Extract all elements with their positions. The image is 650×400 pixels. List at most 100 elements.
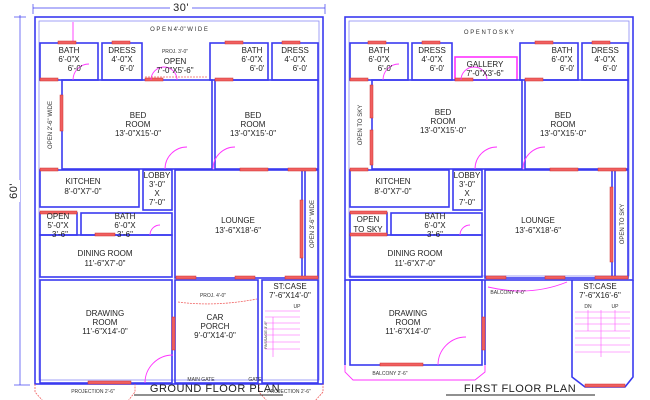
open-mid-size: 7'-0"X5'-6" xyxy=(156,66,193,75)
drawing-size: 11'-6"X14'-0" xyxy=(82,327,128,336)
lobby-label: LOBBY xyxy=(144,171,171,180)
ff-bed2-size: 13'-0"X15'-0" xyxy=(540,129,586,138)
depth-label: 60' xyxy=(8,183,20,199)
top-open-label: O P E N 4'-0" W I D E xyxy=(150,27,208,33)
ff-bath2-size2: 6'-0' xyxy=(560,64,575,73)
dress2-size: 4'-0"X xyxy=(284,55,306,64)
ff-bath2-label: BATH xyxy=(552,46,573,55)
ff-staircase-steps xyxy=(575,310,630,357)
ff-left-open-label: OPEN TO SKY xyxy=(358,105,364,145)
dress1-size2: 6'-0' xyxy=(120,64,135,73)
porch-proj-label: PROJ. 4'-0" xyxy=(200,293,226,299)
bed2-size: 13'-0"X15'-0" xyxy=(230,129,276,138)
car-porch-size: 9'-0"X14'-0" xyxy=(194,331,236,340)
ff-drawing-label: DRAWING xyxy=(389,309,427,318)
ff-stair-label: ST:CASE xyxy=(583,282,616,291)
right-open-label: OPEN 3'-6" WIDE xyxy=(310,200,316,248)
bath2-size2: 6'-0' xyxy=(250,64,265,73)
staircase-steps xyxy=(265,310,300,357)
ff-bed2-label2: ROOM xyxy=(551,120,576,129)
left-open-label: OPEN 2'-6" WIDE xyxy=(48,101,54,149)
bath1-size2: 6'-0' xyxy=(68,64,83,73)
balcony-bottom-label: BALCONY 2'-6" xyxy=(372,371,407,377)
ff-drawing-size: 11'-6"X14'-0" xyxy=(385,327,431,336)
ff-lounge-size: 13'-6"X18'-6" xyxy=(515,226,561,235)
ff-dress2-size2: 6'-0' xyxy=(603,64,618,73)
stair-size: 7'-6"X14'-0" xyxy=(269,291,311,300)
open-small-size: 5'-0"X xyxy=(47,221,69,230)
open-mid-label: OPEN xyxy=(164,57,187,66)
ff-lobby-label: LOBBY xyxy=(454,171,481,180)
gate-label: GATE xyxy=(248,377,262,383)
lobby-x: X xyxy=(154,189,160,198)
dining-size: 11'-6"X7'-0" xyxy=(84,259,125,268)
ff-lobby-size: 3'-0" xyxy=(459,180,475,189)
ff-dress1-label: DRESS xyxy=(418,46,446,55)
bed1-size: 13'-0"X15'-0" xyxy=(115,129,161,138)
ff-bath3-size2: 3'-6" xyxy=(427,230,443,239)
lounge-size: 13'-6"X18'-6" xyxy=(215,226,261,235)
car-porch-label2: PORCH xyxy=(201,322,230,331)
first-floor-title: FIRST FLOOR PLAN xyxy=(464,383,576,395)
proj-label: PROJ. 3'-0" xyxy=(162,49,188,55)
ff-dress2-size: 4'-0"X xyxy=(594,55,616,64)
dress1-label: DRESS xyxy=(108,46,136,55)
dress2-size2: 6'-0' xyxy=(293,64,308,73)
projection-right-label: PROJECTION 2'-6" xyxy=(267,389,311,395)
stair-dn-label: DN xyxy=(584,304,592,310)
ff-open-small-label: OPEN xyxy=(357,215,380,224)
open-small-size2: 3'-6" xyxy=(52,230,68,239)
drawing-label2: ROOM xyxy=(93,318,118,327)
bed1-label2: ROOM xyxy=(126,120,151,129)
ff-open-small-label2: TO SKY xyxy=(353,225,383,234)
open-small-label: OPEN xyxy=(47,212,70,221)
bath2-label: BATH xyxy=(242,46,263,55)
width-dimension: 30' xyxy=(32,2,326,14)
ff-bath3-size: 6'-0"X xyxy=(424,221,446,230)
stair-up-label: UP xyxy=(294,304,302,310)
ff-bath1-label: BATH xyxy=(369,46,390,55)
ff-lounge-label: LOUNGE xyxy=(521,216,555,225)
ff-bath3-label: BATH xyxy=(425,212,446,221)
bed2-label: BED xyxy=(245,111,262,120)
bath3-size: 6'-0"X xyxy=(114,221,136,230)
kitchen-label: KITCHEN xyxy=(65,177,100,186)
ff-kitchen-size: 8'-0"X7'-0" xyxy=(374,187,411,196)
ff-bath1-size2: 6'-0' xyxy=(378,64,393,73)
ff-right-open-label: OPEN TO SKY xyxy=(620,204,626,244)
drawing-label: DRAWING xyxy=(86,309,124,318)
stair-label: ST:CASE xyxy=(273,282,306,291)
ff-dress1-size2: 6'-0' xyxy=(430,64,445,73)
lobby-size2: 7'-0" xyxy=(149,198,165,207)
depth-dimension: 60' xyxy=(8,15,30,386)
bath1-label: BATH xyxy=(59,46,80,55)
ff-dress2-label: DRESS xyxy=(591,46,619,55)
gallery-size: 7'-0"X3'-6" xyxy=(466,69,503,78)
ff-bed1-label: BED xyxy=(435,108,452,117)
lobby-size: 3'-0" xyxy=(149,180,165,189)
first-floor-plan: O P E N T O S K Y xyxy=(344,16,634,388)
bath3-label: BATH xyxy=(115,212,136,221)
dress2-label: DRESS xyxy=(281,46,309,55)
ff-stair-size: 7'-6"X16'-6" xyxy=(579,291,621,300)
ground-floor-title: GROUND FLOOR PLAN xyxy=(150,383,280,395)
projection-left-label: PROJECTION 2'-6" xyxy=(71,389,115,395)
lounge-label: LOUNGE xyxy=(221,216,255,225)
bath1-size: 6'-0"X xyxy=(58,55,80,64)
main-gate-label: MAIN GATE xyxy=(187,377,215,383)
ff-stair-up-label: UP xyxy=(612,304,620,310)
ff-bed1-label2: ROOM xyxy=(431,117,456,126)
bath3-size2: 3'-6" xyxy=(117,230,133,239)
bed1-label: BED xyxy=(130,111,147,120)
ff-bed2-label: BED xyxy=(555,111,572,120)
bath2-size: 6'-0"X xyxy=(241,55,263,64)
ground-floor-plan: O P E N 4'-0" W I D E xyxy=(34,16,324,400)
dress1-size: 4'-0"X xyxy=(111,55,133,64)
gallery-label: GALLERY xyxy=(467,60,504,69)
ff-bath2-size: 6'-0"X xyxy=(551,55,573,64)
width-label: 30' xyxy=(173,2,189,14)
ff-dining-size: 11'-6"X7'-0" xyxy=(394,259,435,268)
ff-drawing-label2: ROOM xyxy=(396,318,421,327)
ff-lobby-x: X xyxy=(464,189,470,198)
